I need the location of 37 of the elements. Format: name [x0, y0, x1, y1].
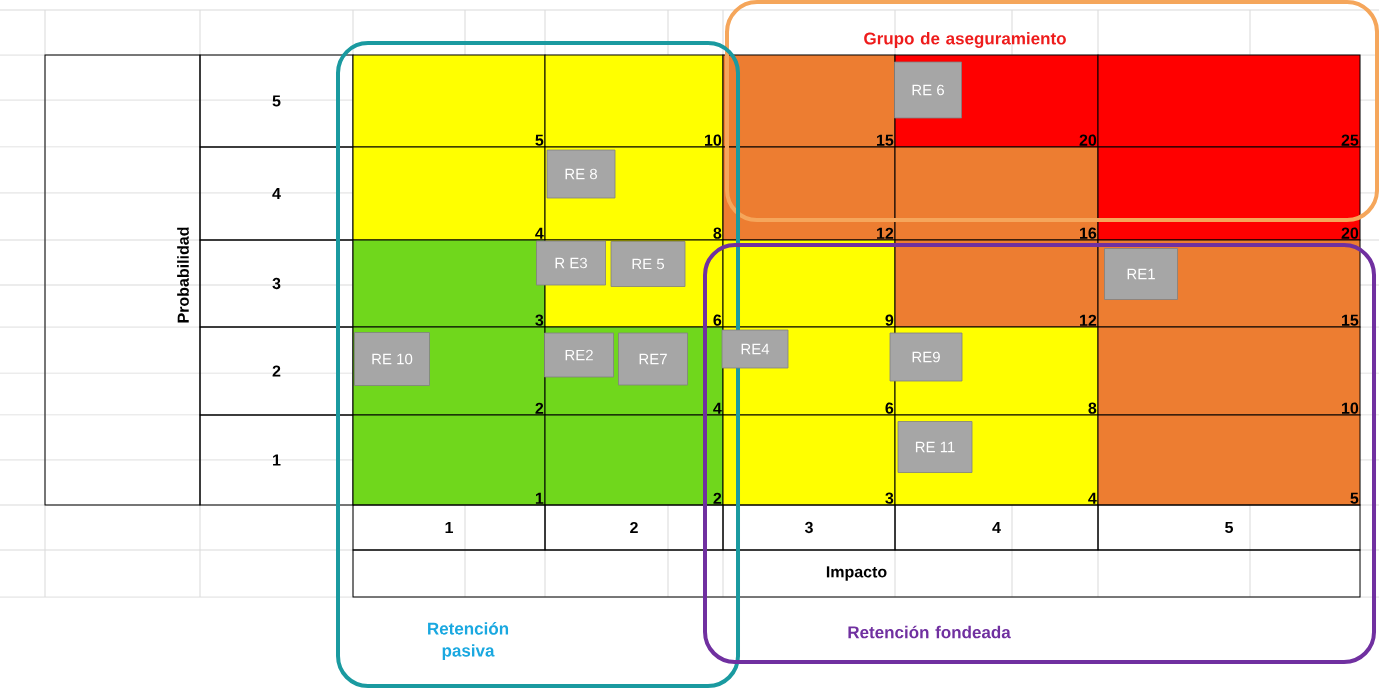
region-title: Grupo de aseguramiento [864, 32, 1066, 48]
risk-tag: RE 11 [897, 421, 973, 473]
impact-value: 1 [352, 504, 546, 551]
impact-value: 4 [894, 504, 1099, 551]
matrix-cell: 9 [722, 239, 896, 328]
risk-tag: RE 10 [354, 332, 430, 386]
impact-value: 5 [1097, 504, 1361, 551]
impact-value: 2 [544, 504, 724, 551]
matrix-cell: 15 [722, 54, 896, 148]
matrix-cell: 10 [544, 54, 724, 148]
risk-tag: RE7 [618, 332, 688, 386]
matrix-cell: 2 [544, 414, 724, 506]
matrix-cell: 25 [1097, 54, 1361, 148]
axis-title: Impacto [352, 549, 1361, 598]
matrix-cell: 10 [1097, 326, 1361, 416]
risk-tag: R E3 [536, 240, 606, 286]
impact-value: 3 [722, 504, 896, 551]
risk-tag: RE 8 [546, 149, 616, 199]
risk-tag: RE4 [721, 329, 789, 369]
risk-tag: RE1 [1104, 248, 1178, 300]
matrix-cell: 16 [894, 146, 1099, 241]
matrix-cell: 4 [352, 146, 546, 241]
matrix-cell: 3 [722, 414, 896, 506]
matrix-cell: 5 [352, 54, 546, 148]
risk-tag: RE9 [889, 332, 963, 382]
risk-tag: RE2 [544, 332, 614, 378]
matrix-cell: 12 [722, 146, 896, 241]
matrix-cell: 12 [894, 239, 1099, 328]
region-title: Retención pasiva [428, 622, 509, 660]
matrix-cell: 3 [352, 239, 546, 328]
matrix-cell: 5 [1097, 414, 1361, 506]
axis-title: Probabilidad [177, 227, 189, 323]
matrix-cell: 1 [352, 414, 546, 506]
risk-tag: RE 6 [894, 61, 962, 119]
region-title: Retención fondeada [848, 625, 1011, 639]
matrix-cell: 20 [1097, 146, 1361, 241]
risk-tag: RE 5 [610, 241, 686, 287]
